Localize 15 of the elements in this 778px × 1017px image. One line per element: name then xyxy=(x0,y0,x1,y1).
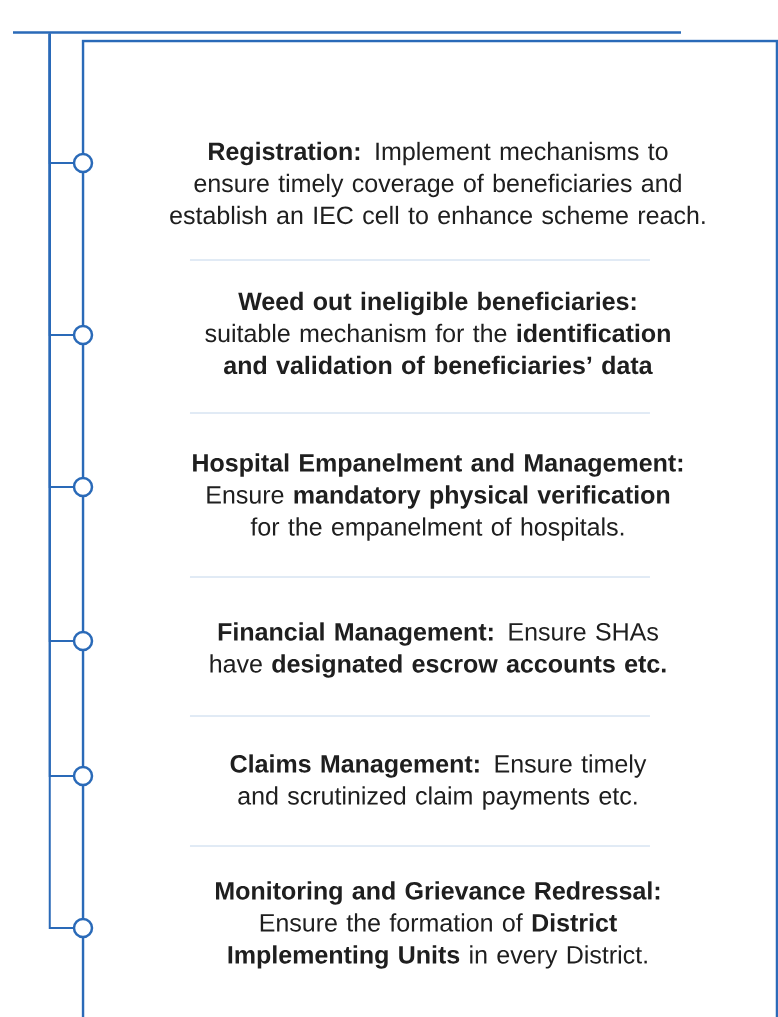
circle-marker xyxy=(72,324,94,346)
paragraph-text: Weed out ineligible beneficiaries: suitable mechanism for the identification and validation of beneficiaries’ data xyxy=(205,291,670,375)
header-box xyxy=(11,31,683,34)
paragraph-text: Financial Management: Ensure SHAs have designated escrow accounts etc. xyxy=(210,622,666,678)
circle-marker xyxy=(72,476,94,498)
paragraph-text: Hospital Empanelment and Management: Ensure mandatory physical verification for the empanelment of hospitals. xyxy=(193,453,683,541)
paragraph-text: Claims Management: Ensure timely and scrutinized claim payments etc. xyxy=(230,754,647,810)
circle-marker xyxy=(72,630,94,652)
paragraph-text: Monitoring and Grievance Redressal: Ensure the formation of District Implementing Units in every District. xyxy=(216,881,660,969)
connector-line xyxy=(48,32,75,929)
paragraph-text: Registration: Implement mechanisms to ensure timely coverage of beneficiaries and establish an IEC cell to enhance scheme reach. xyxy=(170,141,705,225)
circle-marker xyxy=(72,152,94,174)
panel-box xyxy=(81,39,778,1017)
circle-marker xyxy=(72,917,94,939)
circle-marker xyxy=(72,765,94,787)
